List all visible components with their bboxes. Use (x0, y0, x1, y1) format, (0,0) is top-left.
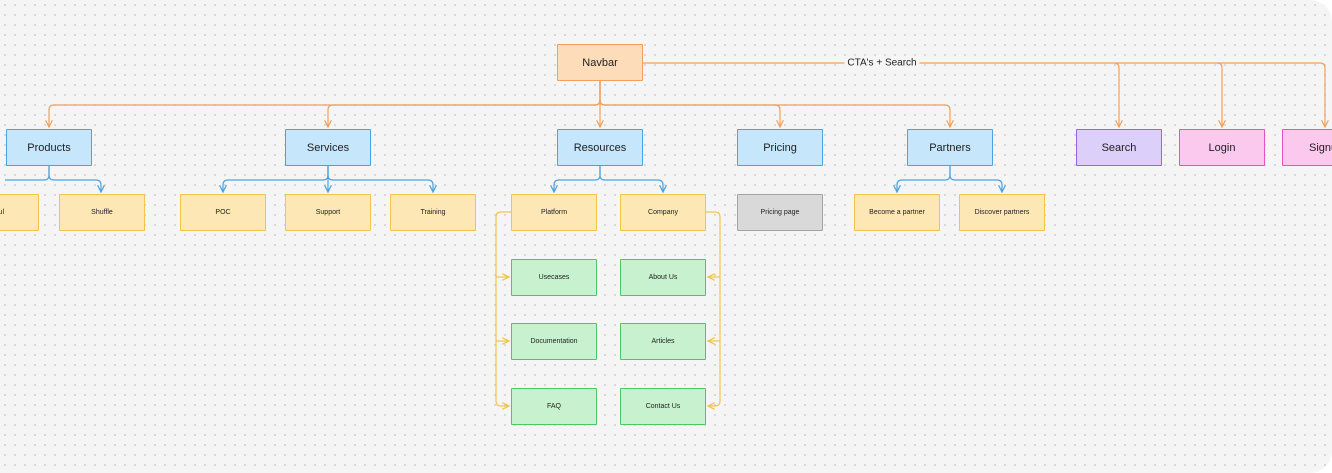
usecases-node[interactable]: Usecases (511, 259, 597, 296)
connector-platform-trunk (495, 211, 511, 406)
about-us-node[interactable]: About Us (620, 259, 706, 296)
connector-partners-become (897, 166, 951, 192)
pricing-node[interactable]: Pricing (737, 129, 823, 166)
connector-navbar-login (1114, 62, 1222, 127)
search-node[interactable]: Search (1076, 129, 1162, 166)
connector-services-poc (223, 166, 329, 192)
products-node[interactable]: Products (6, 129, 92, 166)
connector-services-training (327, 166, 433, 192)
discover-partners-node[interactable]: Discover partners (959, 194, 1045, 231)
connector-products-partial (5, 166, 50, 181)
articles-node[interactable]: Articles (620, 323, 706, 360)
section-connectors (5, 166, 1002, 192)
connector-navbar-signup (1217, 62, 1325, 127)
signup-node[interactable]: Signu (1282, 129, 1332, 166)
connector-partners-discover (949, 166, 1002, 192)
products-partial-node[interactable]: ul (0, 194, 39, 231)
connector-resources-company (599, 166, 663, 192)
edge-label-ctas-search[interactable]: CTA's + Search (844, 57, 920, 69)
connector-navbar-partners (599, 81, 950, 127)
connector-products-shuffle (48, 166, 101, 192)
resources-node[interactable]: Resources (557, 129, 643, 166)
training-node[interactable]: Training (390, 194, 476, 231)
navbar-connectors (49, 62, 1325, 127)
connector-resources-platform (554, 166, 601, 192)
connector-navbar-products (49, 81, 601, 127)
platform-node[interactable]: Platform (511, 194, 597, 231)
documentation-node[interactable]: Documentation (511, 323, 597, 360)
navbar-node[interactable]: Navbar (557, 44, 643, 81)
become-partner-node[interactable]: Become a partner (854, 194, 940, 231)
connector-navbar-services (328, 81, 601, 127)
faq-node[interactable]: FAQ (511, 388, 597, 425)
support-node[interactable]: Support (285, 194, 371, 231)
company-node[interactable]: Company (620, 194, 706, 231)
connector-navbar-pricing (599, 81, 780, 127)
connector-navbar-search (643, 62, 1119, 127)
login-node[interactable]: Login (1179, 129, 1265, 166)
connector-company-trunk (706, 211, 721, 406)
pricing-page-node[interactable]: Pricing page (737, 194, 823, 231)
poc-node[interactable]: POC (180, 194, 266, 231)
services-node[interactable]: Services (285, 129, 371, 166)
shuffle-node[interactable]: Shuffle (59, 194, 145, 231)
page-connectors (495, 211, 721, 406)
partners-node[interactable]: Partners (907, 129, 993, 166)
contact-us-node[interactable]: Contact Us (620, 388, 706, 425)
